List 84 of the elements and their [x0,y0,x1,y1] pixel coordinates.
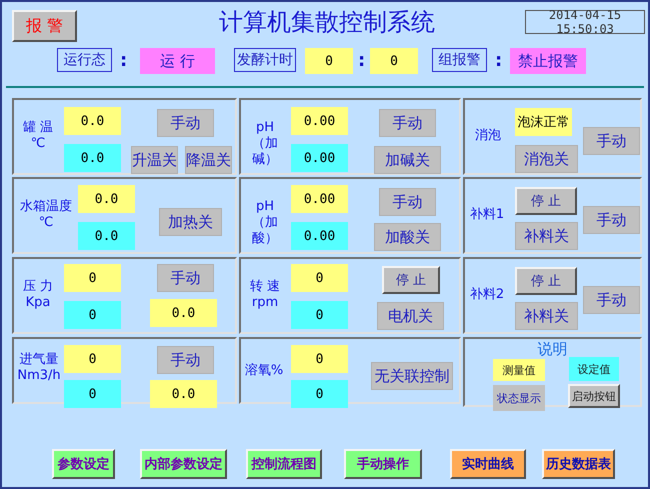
toggle-button: 加热关 [159,208,222,236]
value-display: 0.0 [64,107,121,135]
status-display: 泡沫正常 [515,108,572,136]
panel-heading: 进气量 Nm3/h [16,352,62,384]
mode-button: 手动 [583,286,640,314]
setpoint-field: 0 [64,380,121,408]
setpoint-field: 0.0 [78,222,135,250]
mode-button: 手动 [157,109,214,137]
setpoint-field: 0 [64,301,121,329]
panel-heading: pH （加酸） [251,199,279,247]
panel-heading: 溶氧% [244,363,284,379]
setpoint-field: 0 [291,380,348,408]
value-display: 0.00 [291,107,348,135]
setpoint-field: 0.00 [291,222,348,250]
control-panel [12,177,237,254]
colon-separator: : [358,50,366,71]
settings-button: 内部参数设定 [140,449,227,479]
legend-button-sample: 启动按钮 [568,384,620,408]
stop-button: 停 止 [382,266,440,294]
value-display: 0 [291,345,348,373]
value-display: 0 [291,264,348,292]
trend-button: 实时曲线 [450,449,526,479]
value-display: 0.0 [78,185,135,213]
panel-heading: 消泡 [474,128,502,144]
status-display: 运 行 [140,48,215,74]
setpoint-field: 0.00 [291,144,348,172]
date-time-display: 2014-04-15 15:50:03 [525,10,645,34]
value-display: 0 [305,48,353,74]
control-panel [463,177,642,254]
mode-button: 手动 [157,346,214,374]
value-display: 0 [370,48,418,74]
toggle-button: 加酸关 [374,223,441,251]
toggle-button: 加碱关 [374,146,441,174]
value-display: 0 [64,264,121,292]
toggle-button: 升温关 [131,146,178,174]
legend-swatch: 设定值 [569,357,619,381]
manual-button: 手动操作 [344,449,422,479]
panel-heading: pH （加碱） [251,120,279,168]
value-display: 0.00 [291,185,348,213]
history-button: 历史数据表 [542,449,615,479]
legend-swatch: 测量值 [493,359,545,381]
control-panel [239,177,461,254]
control-panel [239,98,461,175]
panel-heading: 罐 温 ℃ [22,120,54,152]
mode-button: 手动 [379,109,436,137]
status-label: 运行态 [57,48,112,72]
mode-button: 手动 [583,127,640,155]
control-panel [12,257,237,334]
panel-heading: 转 速 rpm [248,279,282,311]
colon-separator: : [495,50,502,71]
value-display: 0.0 [150,380,217,408]
panel-heading: 补料1 [468,207,506,223]
panel-heading: 压 力 Kpa [22,279,54,311]
toggle-button: 消泡关 [515,145,578,173]
title: 计算机集散控制系统 [218,7,436,38]
toggle-button: 补料关 [515,302,578,330]
setpoint-field: 0.0 [64,144,121,172]
alarm-button: 报 警 [12,10,77,42]
setpoint-field: 0 [291,301,348,329]
value-display: 0.0 [150,299,217,327]
flowchart-button: 控制流程图 [246,449,322,479]
alarm-group-label: 组报警 [432,48,487,72]
control-panel [463,257,642,334]
mode-button: 手动 [583,206,640,234]
control-panel [463,98,642,175]
control-panel [12,98,237,175]
toggle-button: 电机关 [377,302,444,330]
control-panel [239,257,461,334]
toggle-button: 补料关 [515,222,578,250]
colon-separator: : [120,50,128,71]
legend-swatch: 状态显示 [493,385,545,411]
settings-button: 参数设定 [52,449,115,479]
toggle-button: 降温关 [185,146,232,174]
panel-heading: 补料2 [468,287,506,303]
mode-button: 手动 [379,188,436,216]
value-display: 0 [64,345,121,373]
panel-heading: 说明 [536,341,568,357]
stop-button: 停 止 [515,187,577,215]
mode-button: 手动 [157,264,214,292]
timer-label: 发酵计时 [234,48,296,72]
mode-button: 无关联控制 [371,362,453,390]
stop-button: 停 止 [515,267,577,295]
status-display: 禁止报警 [510,48,586,74]
panel-heading: 水箱温度 ℃ [19,199,73,231]
